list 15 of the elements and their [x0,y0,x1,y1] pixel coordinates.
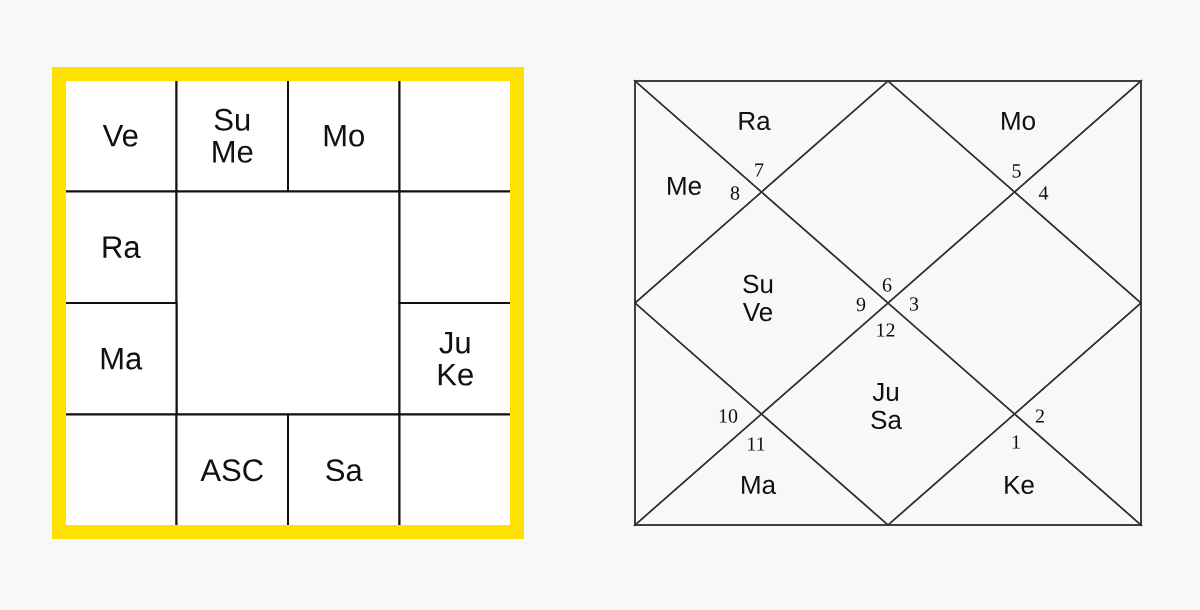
chart-cell: Sa [287,413,401,527]
chart-cell: Ju Ke [398,302,512,416]
empty-cell [398,190,512,304]
chart-cell: Ma [64,302,178,416]
chart-cell: Ra [64,190,178,304]
node-label: Ra [739,111,771,131]
node-label: 5 [1012,164,1021,178]
chart-cell: Su Me [175,79,289,193]
chart-frame [634,80,1142,526]
chart-cell: Ve [64,79,178,193]
node-label: 7 [755,163,764,177]
chart-cell: Mo [287,79,401,193]
chart-frame [52,67,524,539]
chart-cell: ASC [175,413,289,527]
node-label: Mo [1002,111,1035,131]
